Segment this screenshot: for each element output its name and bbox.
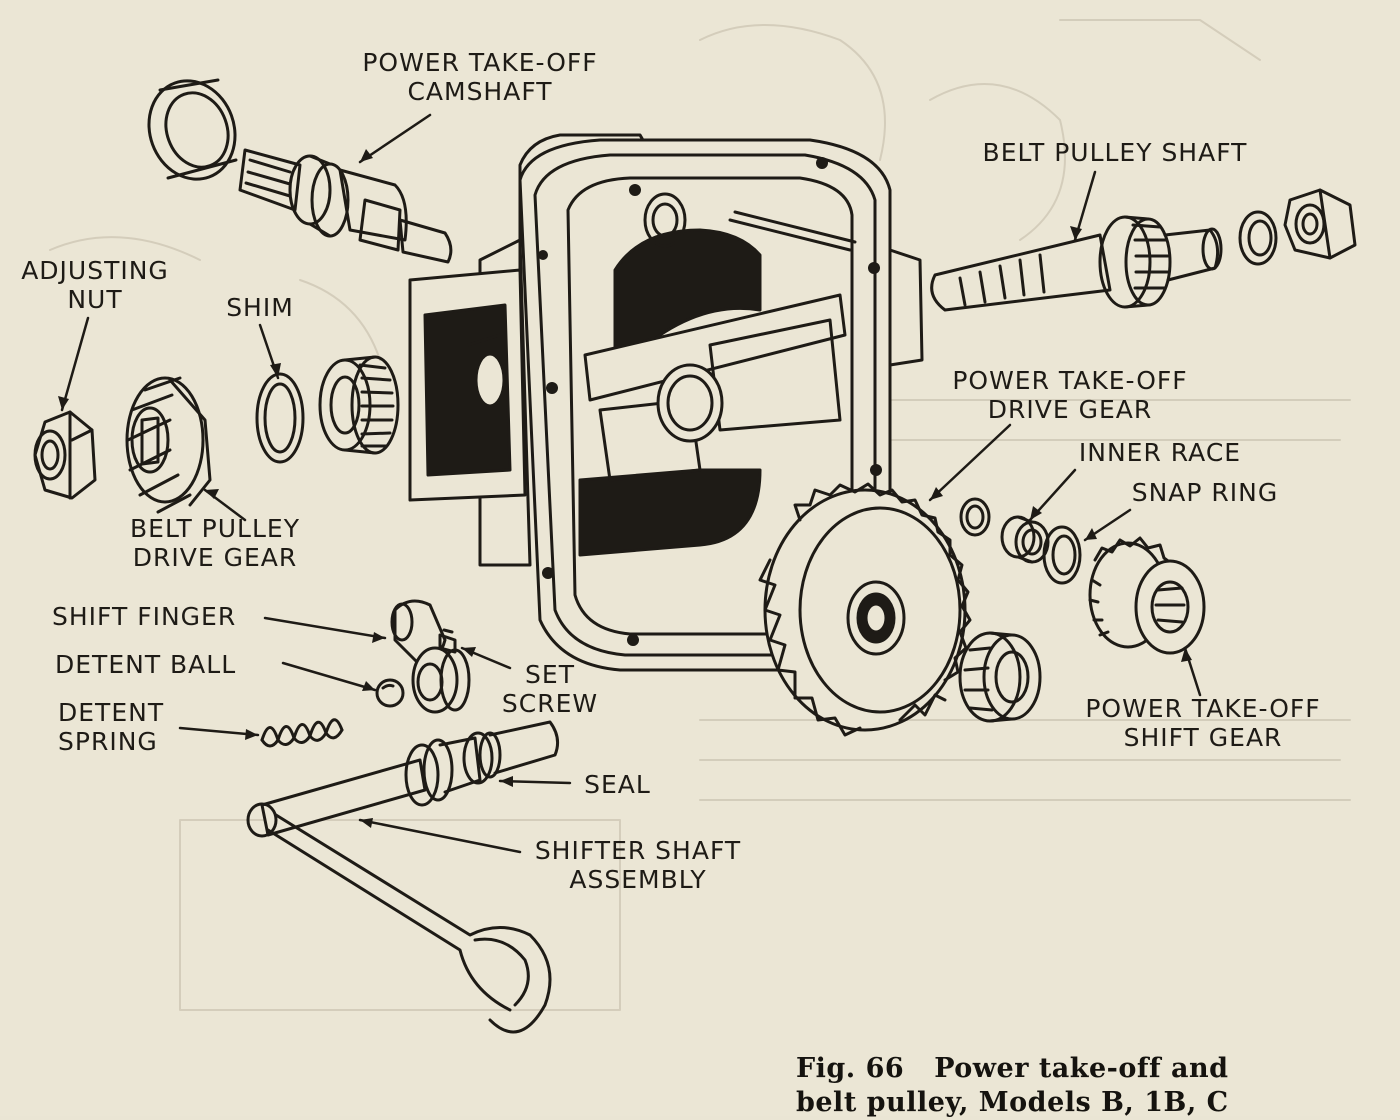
small-ring (959, 497, 991, 537)
adjusting-nut (33, 410, 97, 500)
label-seal: SEAL (570, 770, 665, 799)
label-shim-line1: SHIM (226, 293, 294, 322)
label-adjusting-nut: ADJUSTING NUT (5, 256, 185, 314)
label-belt-pulley-shaft-line1: BELT PULLEY SHAFT (982, 138, 1248, 167)
label-set-screw-line2: SCREW (501, 689, 599, 718)
label-belt-pulley-shaft: BELT PULLEY SHAFT (950, 138, 1280, 167)
hex-nut-top (1283, 188, 1357, 260)
label-detent-ball: DETENT BALL (55, 650, 285, 679)
label-pto-shift-gear-line2: SHIFT GEAR (1123, 723, 1283, 752)
label-inner-race: INNER RACE (1060, 438, 1260, 467)
bearing-cone-lower (958, 631, 1042, 723)
label-inner-race-line1: INNER RACE (1078, 438, 1242, 467)
figure-title-line1: Power take-off and (934, 1053, 1229, 1084)
figure-caption: Fig. 66 Power take-off and belt pulley, M… (796, 1052, 1396, 1120)
label-set-screw-line1: SET (525, 660, 575, 689)
label-shim: SHIM (210, 293, 310, 322)
label-shifter-shaft-assembly: SHIFTER SHAFT ASSEMBLY (508, 836, 768, 894)
detent-ball (375, 678, 405, 708)
arrowheads (58, 149, 1192, 828)
belt-pulley-shaft (930, 215, 1223, 312)
pto-drive-gear (758, 482, 972, 737)
shim (255, 372, 305, 464)
figure-title-line2: belt pulley, Models B, 1B, C (796, 1087, 1229, 1118)
label-pto-shift-gear-line1: POWER TAKE-OFF (1085, 694, 1321, 723)
label-set-screw: SET SCREW (490, 660, 610, 718)
label-adjusting-nut-line1: ADJUSTING (21, 256, 169, 285)
shift-finger (390, 599, 471, 714)
label-pto-camshaft-line2: CAMSHAFT (407, 77, 553, 106)
label-detent-ball-line1: DETENT BALL (55, 650, 237, 679)
label-pto-camshaft-line1: POWER TAKE-OFF (362, 48, 598, 77)
bleed-through-text (120, 860, 135, 911)
label-detent-spring-line2: SPRING (58, 727, 158, 756)
figure-number: Fig. 66 (796, 1053, 905, 1084)
label-pto-drive-gear-line2: DRIVE GEAR (987, 395, 1153, 424)
label-pto-drive-gear-line1: POWER TAKE-OFF (952, 366, 1188, 395)
shifter-shaft-assembly (246, 720, 560, 1034)
pto-shift-gear (1088, 536, 1206, 655)
label-shift-finger: SHIFT FINGER (52, 602, 282, 631)
label-adjusting-nut-line2: NUT (67, 285, 123, 314)
label-belt-pulley-drive-gear-line2: DRIVE GEAR (132, 543, 298, 572)
label-detent-spring: DETENT SPRING (58, 698, 198, 756)
label-belt-pulley-drive-gear-line1: BELT PULLEY (130, 514, 300, 543)
label-shifter-shaft-assembly-line1: SHIFTER SHAFT (534, 836, 742, 865)
label-detent-spring-line1: DETENT (58, 698, 165, 727)
snap-ring-top (1238, 210, 1278, 266)
belt-pulley-drive-gear (125, 376, 212, 514)
figure-caption-line1: Fig. 66 Power take-off and (796, 1052, 1396, 1086)
detent-spring (260, 718, 344, 748)
label-shift-finger-line1: SHIFT FINGER (52, 602, 237, 631)
pto-camshaft (238, 148, 453, 264)
bearing-cup (147, 78, 238, 181)
bearing-cone-left (318, 355, 400, 455)
inner-race (1000, 515, 1050, 564)
label-snap-ring: SNAP RING (1115, 478, 1295, 507)
label-pto-shift-gear: POWER TAKE-OFF SHIFT GEAR (1058, 694, 1348, 752)
snap-ring-mid (1042, 525, 1082, 585)
label-seal-line1: SEAL (584, 770, 651, 799)
label-shifter-shaft-assembly-line2: ASSEMBLY (569, 865, 707, 894)
label-pto-drive-gear: POWER TAKE-OFF DRIVE GEAR (925, 366, 1215, 424)
label-belt-pulley-drive-gear: BELT PULLEY DRIVE GEAR (100, 514, 330, 572)
label-pto-camshaft: POWER TAKE-OFF CAMSHAFT (340, 48, 620, 106)
label-snap-ring-line1: SNAP RING (1131, 478, 1279, 507)
